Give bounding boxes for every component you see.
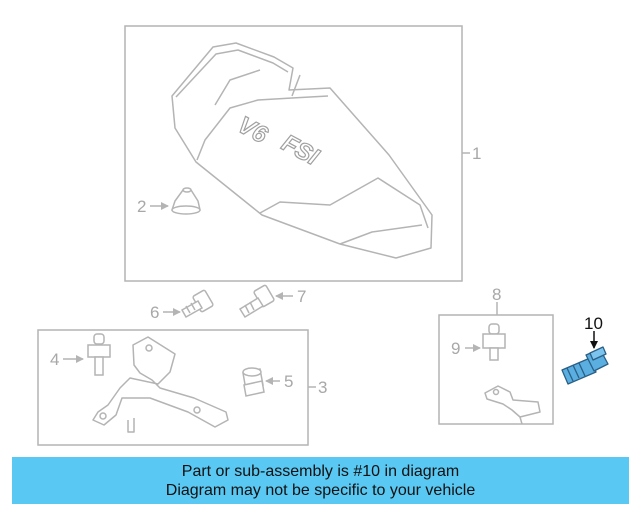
callout-5[interactable]: 5 <box>284 372 293 391</box>
nut-5-illustration <box>242 367 265 397</box>
callout-8[interactable]: 8 <box>492 285 501 304</box>
stud-4-illustration <box>87 333 111 376</box>
callout-3[interactable]: 3 <box>318 378 327 397</box>
callout-7[interactable]: 7 <box>297 287 306 306</box>
callout-9[interactable]: 9 <box>451 339 460 358</box>
part-3-box <box>37 329 309 446</box>
info-banner: Part or sub-assembly is #10 in diagram D… <box>12 457 629 504</box>
callout-4[interactable]: 4 <box>50 350 59 369</box>
callout-2[interactable]: 2 <box>137 197 146 216</box>
banner-line-2: Diagram may not be specific to your vehi… <box>165 481 476 499</box>
bolt-6-illustration <box>180 289 214 319</box>
grommet-illustration <box>171 187 201 215</box>
banner-line-1: Part or sub-assembly is #10 in diagram <box>181 462 460 480</box>
small-bracket-illustration <box>484 385 541 425</box>
callout-10[interactable]: 10 <box>584 314 603 333</box>
engine-cover-illustration <box>171 42 433 259</box>
part-8-box <box>438 314 554 425</box>
stud-9-illustration <box>482 323 506 361</box>
bracket-illustration <box>92 336 229 433</box>
callout-6[interactable]: 6 <box>150 303 159 322</box>
bolt-7-illustration <box>238 284 275 319</box>
bolt-10-illustration[interactable] <box>561 346 609 385</box>
callout-1[interactable]: 1 <box>472 144 481 163</box>
